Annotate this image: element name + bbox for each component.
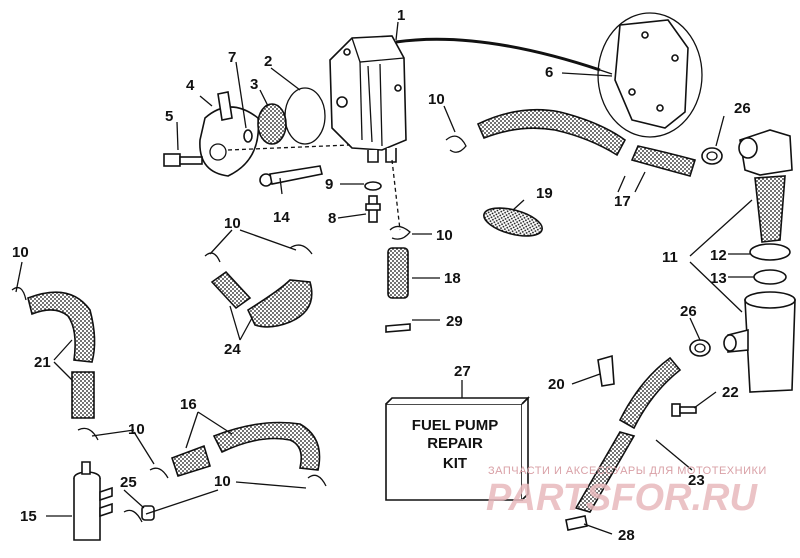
- small-o-ring: [243, 129, 253, 143]
- tie-strap-28: [565, 515, 588, 531]
- callout-10-top: 10: [428, 91, 445, 108]
- fuel-pump-body: [329, 35, 601, 163]
- callout-14: 14: [273, 209, 290, 226]
- callout-22: 22: [722, 384, 739, 401]
- fuel-filter-bowl: [723, 291, 796, 393]
- mount-screw: [259, 165, 323, 187]
- fuel-hose-24a: [210, 270, 252, 310]
- callout-21: 21: [34, 354, 51, 371]
- watermark-caption: ЗАПЧАСТИ И АКСЕССУАРЫ ДЛЯ МОТОТЕХНИКИ: [488, 465, 767, 477]
- hose-clamp-26a: [701, 147, 723, 165]
- filter-seal-1: [749, 243, 791, 261]
- callout-9: 9: [325, 176, 333, 193]
- callout-3: 3: [250, 76, 258, 93]
- clamps-10: [11, 135, 467, 523]
- fuel-filter-top: [738, 129, 793, 243]
- inline-filter: [387, 247, 409, 299]
- callout-26-lower: 26: [680, 303, 697, 320]
- pump-gasket: [614, 19, 689, 129]
- fuel-hose-16a: [170, 444, 211, 477]
- fuel-hose-23b: [574, 431, 636, 513]
- pump-o-ring: [284, 87, 326, 145]
- callout-10-left: 10: [12, 244, 29, 261]
- callout-24: 24: [224, 341, 241, 358]
- callout-5: 5: [165, 108, 173, 125]
- callout-27: 27: [454, 363, 471, 380]
- callout-10-filter: 10: [436, 227, 453, 244]
- fuel-hose-16b: [212, 421, 321, 471]
- callout-26-top: 26: [734, 100, 751, 117]
- callout-29: 29: [446, 313, 463, 330]
- fuel-connector: [73, 461, 113, 541]
- callout-15: 15: [20, 508, 37, 525]
- fuel-hose-upper: [476, 108, 627, 157]
- primer-bracket: [483, 207, 543, 237]
- callout-10-lower: 10: [128, 421, 145, 438]
- callout-25: 25: [120, 474, 137, 491]
- filter-seal-2: [753, 269, 787, 285]
- hose-bracket: [597, 354, 615, 387]
- callout-20: 20: [548, 376, 565, 393]
- tie-strap: [385, 323, 411, 333]
- callout-19: 19: [536, 185, 553, 202]
- callout-4: 4: [186, 77, 195, 94]
- callout-18: 18: [444, 270, 461, 287]
- callout-17: 17: [614, 193, 631, 210]
- bracket-screw: [671, 403, 697, 417]
- fuel-hose-24b: [246, 279, 313, 328]
- callout-6: 6: [545, 64, 553, 81]
- callout-7: 7: [228, 49, 236, 66]
- fuel-hose-21b: [71, 371, 95, 419]
- pump-screen: [257, 103, 287, 145]
- fuel-hose-21a: [27, 291, 96, 363]
- kit-line-2: REPAIR: [427, 435, 483, 452]
- callout-1: 1: [397, 7, 405, 24]
- callout-28: 28: [618, 527, 635, 544]
- hose-fitting: [365, 195, 381, 223]
- callout-12: 12: [710, 247, 727, 264]
- callout-13: 13: [710, 270, 727, 287]
- hose-clamp-26b: [689, 339, 711, 357]
- fuel-hose-short: [630, 145, 697, 177]
- callout-8: 8: [328, 210, 336, 227]
- pump-cover: [199, 91, 260, 177]
- callout-23: 23: [688, 472, 705, 489]
- callout-16: 16: [180, 396, 197, 413]
- washer: [364, 181, 382, 191]
- repair-kit-box: [385, 396, 530, 501]
- callout-10-bottom: 10: [214, 473, 231, 490]
- callout-10-mid: 10: [224, 215, 241, 232]
- leader-lines: [15, 21, 754, 535]
- watermark-brand: PARTSFOR.RU: [486, 477, 758, 519]
- kit-line-3: KIT: [443, 455, 467, 472]
- callout-11: 11: [662, 249, 678, 266]
- cover-screw: [163, 153, 203, 167]
- kit-line-1: FUEL PUMP: [412, 417, 498, 434]
- fuel-hose-23a: [618, 356, 682, 430]
- callout-2: 2: [264, 53, 272, 70]
